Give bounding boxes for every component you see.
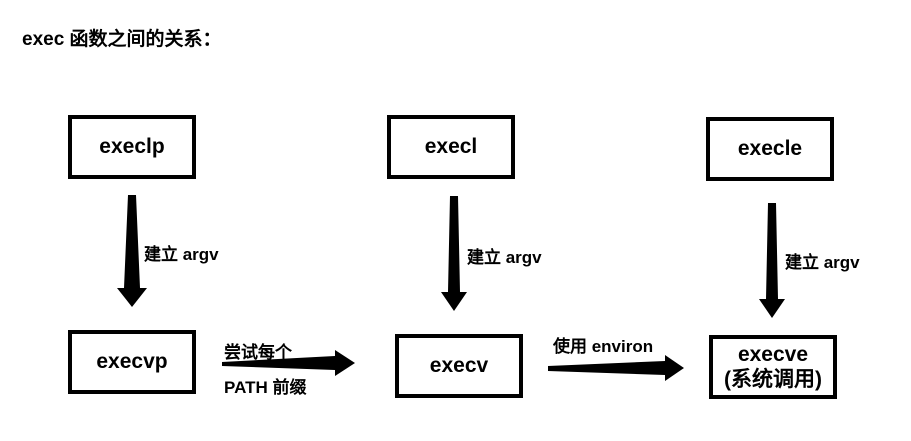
node-execle-label: execle (737, 137, 803, 161)
arrow-execl-to-execv (441, 196, 467, 311)
node-execlp-label: execlp (99, 135, 165, 159)
node-execve-sublabel: (系统调用) (724, 368, 822, 391)
arrow-execv-to-execve (548, 355, 684, 381)
edge-label-build-argv-left: 建立 argv (144, 245, 219, 264)
node-execv: execv (395, 334, 523, 398)
arrow-execvp-to-execv (222, 350, 355, 376)
edge-label-path-line2: PATH 前缀 (224, 378, 307, 397)
node-execvp: execvp (68, 330, 196, 394)
node-execl-label: execl (424, 135, 478, 159)
edge-label-path-line1: 尝试每个 (224, 343, 292, 362)
edge-label-build-argv-right: 建立 argv (785, 253, 860, 272)
edge-label-build-argv-mid: 建立 argv (467, 248, 542, 267)
node-execvp-label: execvp (96, 350, 168, 374)
arrow-execlp-to-execvp (117, 195, 147, 307)
node-execve: execve (系统调用) (709, 335, 837, 399)
node-execl: execl (387, 115, 515, 179)
page-title: exec 函数之间的关系： (22, 29, 222, 50)
arrow-execle-to-execve (759, 203, 785, 318)
node-execle: execle (706, 117, 834, 181)
node-execv-label: execv (429, 354, 489, 378)
edge-label-environ: 使用 environ (553, 337, 654, 356)
node-execve-label: execve (737, 342, 809, 366)
node-execlp: execlp (68, 115, 196, 179)
